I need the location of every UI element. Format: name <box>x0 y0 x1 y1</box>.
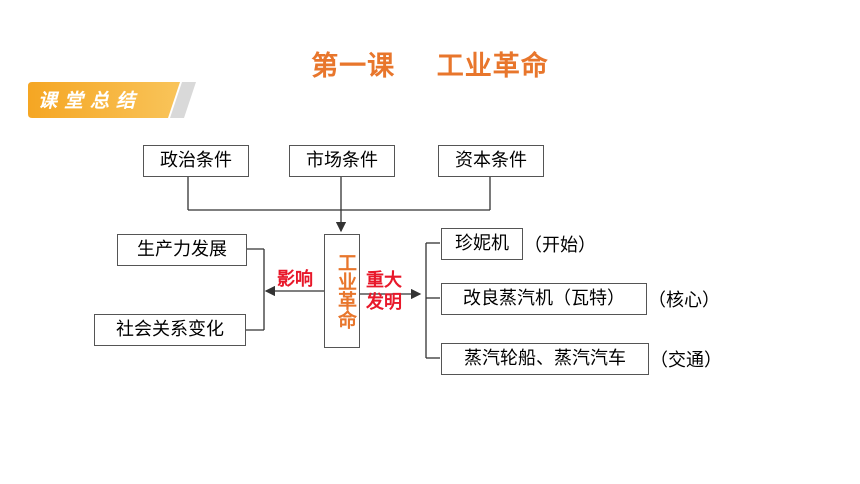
invention-jenny-note: （开始） <box>524 235 596 256</box>
effect-productivity: 生产力发展 <box>117 234 247 266</box>
effect-social-relations: 社会关系变化 <box>94 314 246 346</box>
banner-label: 课堂总结 <box>38 90 143 112</box>
page-title: 第一课 工业革命 <box>311 51 549 82</box>
condition-capital: 资本条件 <box>438 145 544 177</box>
invention-steam-vehicles-note: （交通） <box>650 350 722 371</box>
center-box: 工业革命 <box>324 234 360 348</box>
center-label: 工业革命 <box>335 253 357 329</box>
invention-steam-engine-note: （核心） <box>648 290 720 311</box>
condition-political: 政治条件 <box>143 145 249 177</box>
invention-steam-engine: 改良蒸汽机（瓦特） <box>441 283 647 315</box>
invention-label: 重大发明 <box>366 270 402 313</box>
influence-label: 影响 <box>277 269 313 290</box>
condition-market: 市场条件 <box>289 145 395 177</box>
summary-banner: 课堂总结 <box>28 80 196 120</box>
invention-steam-vehicles: 蒸汽轮船、蒸汽汽车 <box>441 343 649 375</box>
invention-jenny: 珍妮机 <box>441 228 523 260</box>
